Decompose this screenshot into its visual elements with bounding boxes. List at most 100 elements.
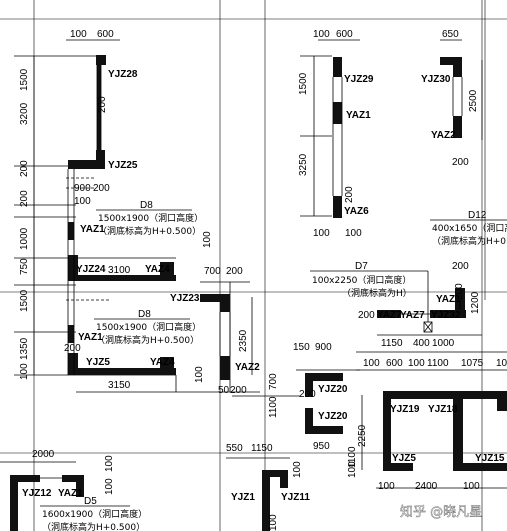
watermark: 知乎 @晓凡星	[400, 504, 483, 520]
dim-b-2250: 2250	[357, 424, 368, 447]
dim-3100: 3100	[108, 265, 131, 276]
dim-1200: 1200	[470, 291, 481, 314]
dim-200-a: 200	[93, 183, 110, 194]
dim-right-200-b: 200	[452, 261, 469, 272]
label-yaz1-c: YAZ1	[346, 110, 371, 121]
label-yaz4-a: YAZ4	[145, 264, 170, 275]
label-yaz4-b: YAZ4	[150, 357, 175, 368]
label-yjz11: YJZ11	[281, 492, 310, 503]
label-yaz7-a: YAZ7	[377, 310, 402, 321]
vertical-dimension-values: 3200 1500 200 200 200 1000 750 1500 1350…	[19, 68, 481, 531]
dim-l-100: 100	[19, 363, 30, 380]
label-yaz6: YAZ6	[344, 206, 369, 217]
label-yjz25: YJZ25	[108, 160, 138, 171]
dim-50: 50	[218, 385, 230, 396]
dim-750: 750	[19, 258, 30, 275]
dim-b-100-e: 100	[463, 481, 480, 492]
dim-top-600-a: 600	[97, 29, 114, 40]
dim-2350: 2350	[238, 329, 249, 352]
label-yaz2-a: YAZ2	[235, 362, 260, 373]
opening-d5-size: 1600x1900（洞口高度）	[42, 508, 147, 520]
wall-segments	[10, 55, 507, 531]
dim-s-1100: 1100	[347, 446, 358, 468]
dim-2500: 2500	[468, 89, 479, 112]
wall-outlines	[40, 65, 463, 479]
dim-c-100-c: 100	[292, 461, 303, 478]
dim-top-100-a: 100	[70, 29, 87, 40]
opening-d8-top-size: 1500x1900（洞口高度）	[98, 212, 203, 224]
component-labels: YJZ28 YJZ25 YAZ1 YJZ24 YAZ4 YAZ1 YJZ5 YA…	[22, 69, 505, 503]
label-yjz12: YJZ12	[22, 488, 52, 499]
label-yjz23: YJZ23	[170, 293, 200, 304]
label-yjz5-b: YJZ5	[392, 453, 416, 464]
opening-d8-top-sill: （洞底标高为H+0.500）	[98, 225, 201, 237]
label-yjz24: YJZ24	[76, 264, 106, 275]
dim-150: 150	[293, 342, 310, 353]
dim-l-200-a: 200	[19, 160, 30, 177]
dim-v-1100: 1100	[268, 396, 279, 418]
label-yjz19: YJZ19	[390, 404, 420, 415]
dim-l-200-b: 200	[19, 190, 30, 207]
opening-d8-mid-sill: （洞底标高为H+0.500）	[96, 334, 199, 346]
dim-l-200-c: 200	[97, 96, 108, 113]
dim-v-100-b: 100	[194, 366, 205, 383]
dimension-lines	[0, 39, 507, 489]
dim-top-100-b: 100	[313, 29, 330, 40]
label-yjz1: YJZ1	[231, 492, 255, 503]
dim-200-c: 200	[64, 343, 81, 354]
opening-d12-sill: （洞底标高为H+0.3	[432, 235, 507, 247]
dim-b-1075: 1075	[461, 358, 484, 369]
label-yaz1-d: YAZ1	[436, 294, 461, 305]
dim-1350: 1350	[19, 337, 30, 360]
dim-r-200-b: 200	[454, 283, 465, 300]
label-yaz7-b: YAZ7	[400, 310, 425, 321]
dim-m-1500: 1500	[298, 72, 309, 95]
dim-m-100-a: 100	[313, 228, 330, 239]
dim-1150-b: 1150	[251, 443, 273, 454]
opening-d5-sill: （洞底标高为H+0.500）	[42, 521, 145, 531]
dim-3150: 3150	[108, 380, 131, 391]
dim-1500-b: 1500	[19, 289, 30, 312]
opening-d7-sill: （洞底标高为H）	[342, 287, 412, 299]
label-yjz20-b: YJZ20	[318, 411, 348, 422]
watermark-text: 知乎 @晓凡星	[400, 504, 482, 520]
dim-b-600: 600	[386, 358, 403, 369]
label-yjz15: YJZ15	[475, 453, 505, 464]
opening-d8-mid-name: D8	[138, 309, 151, 320]
dim-400: 400	[413, 338, 430, 349]
dim-b-100-d: 100	[378, 481, 395, 492]
dim-200-d: 200	[230, 385, 247, 396]
opening-d7-size: 100x2250（洞口高度）	[312, 274, 411, 286]
opening-d8-top-name: D8	[140, 200, 153, 211]
dim-m-100-b: 100	[345, 228, 362, 239]
label-yjz5-a: YJZ5	[86, 357, 110, 368]
dim-c-100-b: 100	[104, 478, 115, 495]
dim-1150: 1150	[381, 338, 403, 349]
label-yjz29: YJZ29	[344, 74, 374, 85]
dim-900: 900	[74, 183, 91, 194]
label-yjz30: YJZ30	[421, 74, 451, 85]
dim-2000: 2000	[32, 449, 55, 460]
dim-top-600-b: 600	[336, 29, 353, 40]
dim-3200: 3200	[19, 102, 30, 125]
dim-m-3250: 3250	[298, 153, 309, 176]
dim-r-200-d: 200	[452, 157, 469, 168]
dim-900-b: 900	[315, 342, 332, 353]
dim-c-100-d: 100	[268, 514, 279, 531]
dim-1000: 1000	[432, 338, 455, 349]
dim-200-s: 200	[299, 389, 316, 400]
label-yaz1-a: YAZ1	[80, 224, 105, 235]
label-yaz2-b: YAZ2	[431, 130, 456, 141]
dim-top-650: 650	[442, 29, 459, 40]
dim-right-200: 200	[358, 310, 375, 321]
dim-b-100-b: 100	[408, 358, 425, 369]
opening-d7-name: D7	[355, 261, 368, 272]
label-yjz32: YJZ32	[431, 310, 461, 321]
opening-d8-mid-size: 1500x1900（洞口高度）	[96, 321, 201, 333]
dim-200-b: 200	[226, 266, 243, 277]
dim-b-2400: 2400	[415, 481, 438, 492]
opening-d12-size: 400x1650（洞口高度）	[432, 222, 507, 234]
dim-100-a: 100	[74, 196, 91, 207]
label-yjz28: YJZ28	[108, 69, 138, 80]
